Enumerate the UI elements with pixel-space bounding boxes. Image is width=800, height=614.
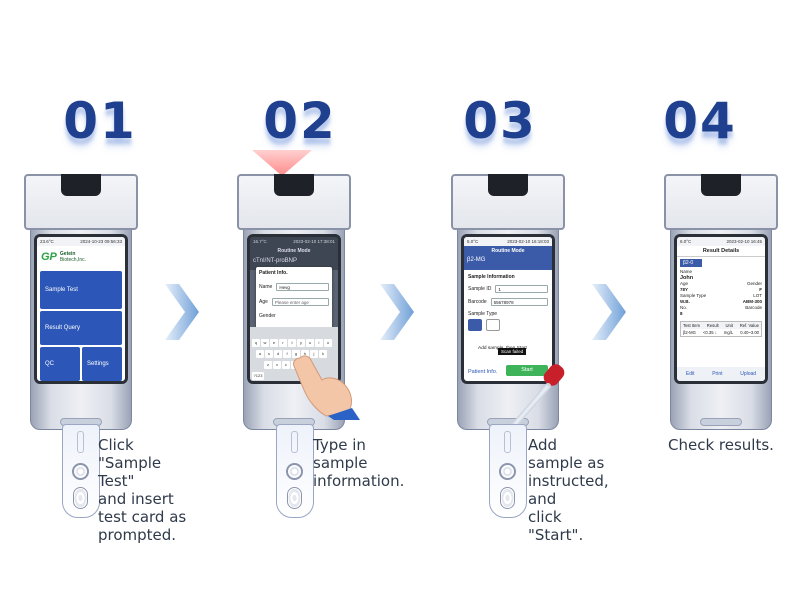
test-card bbox=[62, 424, 100, 518]
pointing-hand-icon bbox=[293, 355, 360, 420]
print-button[interactable]: Print bbox=[712, 371, 723, 377]
sample-well bbox=[499, 463, 516, 480]
result-query-button[interactable]: Result Query bbox=[40, 311, 122, 345]
step-number: 01 bbox=[63, 92, 137, 150]
settings-button[interactable]: Settings bbox=[82, 347, 122, 381]
card-slot bbox=[61, 174, 101, 196]
step-number: 02 bbox=[263, 92, 337, 150]
start-button[interactable]: Start bbox=[506, 365, 548, 376]
item-tag: β2-0 bbox=[680, 259, 702, 267]
test-card bbox=[489, 424, 527, 518]
card-slot bbox=[274, 174, 314, 196]
card-slot bbox=[701, 174, 741, 196]
sample-id-field[interactable]: 1 bbox=[495, 285, 548, 293]
action-bar: Edit Print Upload bbox=[677, 367, 765, 381]
patient-info-button[interactable]: Patient Info. bbox=[468, 369, 498, 375]
age-field[interactable]: Please enter age bbox=[271, 298, 329, 306]
step-description: Click "Sample Test" and insert test card… bbox=[98, 436, 187, 544]
item-name: cTnI/NT-proBNP bbox=[253, 258, 298, 264]
down-arrow-icon bbox=[252, 150, 312, 176]
step-number: 03 bbox=[463, 92, 537, 150]
sample-well bbox=[286, 463, 303, 480]
barcode-field[interactable]: 55678978 bbox=[490, 298, 548, 306]
qc-button[interactable]: QC bbox=[40, 347, 80, 381]
step-number: 04 bbox=[663, 92, 737, 150]
on-screen-keyboard[interactable]: q w e r t y u i o a s d f g h j k z x c bbox=[250, 327, 338, 381]
step-description: Check results. bbox=[668, 436, 774, 454]
sample-test-button[interactable]: Sample Test bbox=[40, 271, 122, 309]
chevron-right-icon bbox=[592, 284, 626, 340]
name-field[interactable]: Hevg bbox=[276, 283, 329, 291]
card-slot bbox=[488, 174, 528, 196]
chevron-right-icon bbox=[165, 284, 199, 340]
test-card bbox=[276, 424, 314, 518]
step-description: Add sample as instructed, and click "Sta… bbox=[528, 436, 609, 544]
edit-button[interactable]: Edit bbox=[685, 371, 695, 377]
sample-well bbox=[72, 463, 89, 480]
upload-button[interactable]: Upload bbox=[740, 371, 757, 377]
item-value: β2-MG bbox=[467, 257, 486, 263]
serum-option[interactable] bbox=[468, 319, 482, 331]
scan-failed-toast: Scan failed bbox=[498, 348, 527, 355]
result-details-title: Result Details bbox=[677, 246, 765, 257]
mode-title: Routine Mode bbox=[277, 248, 311, 254]
step-description: Type in sample information. bbox=[313, 436, 405, 490]
wb-option[interactable] bbox=[486, 319, 500, 331]
chevron-right-icon bbox=[380, 284, 414, 340]
